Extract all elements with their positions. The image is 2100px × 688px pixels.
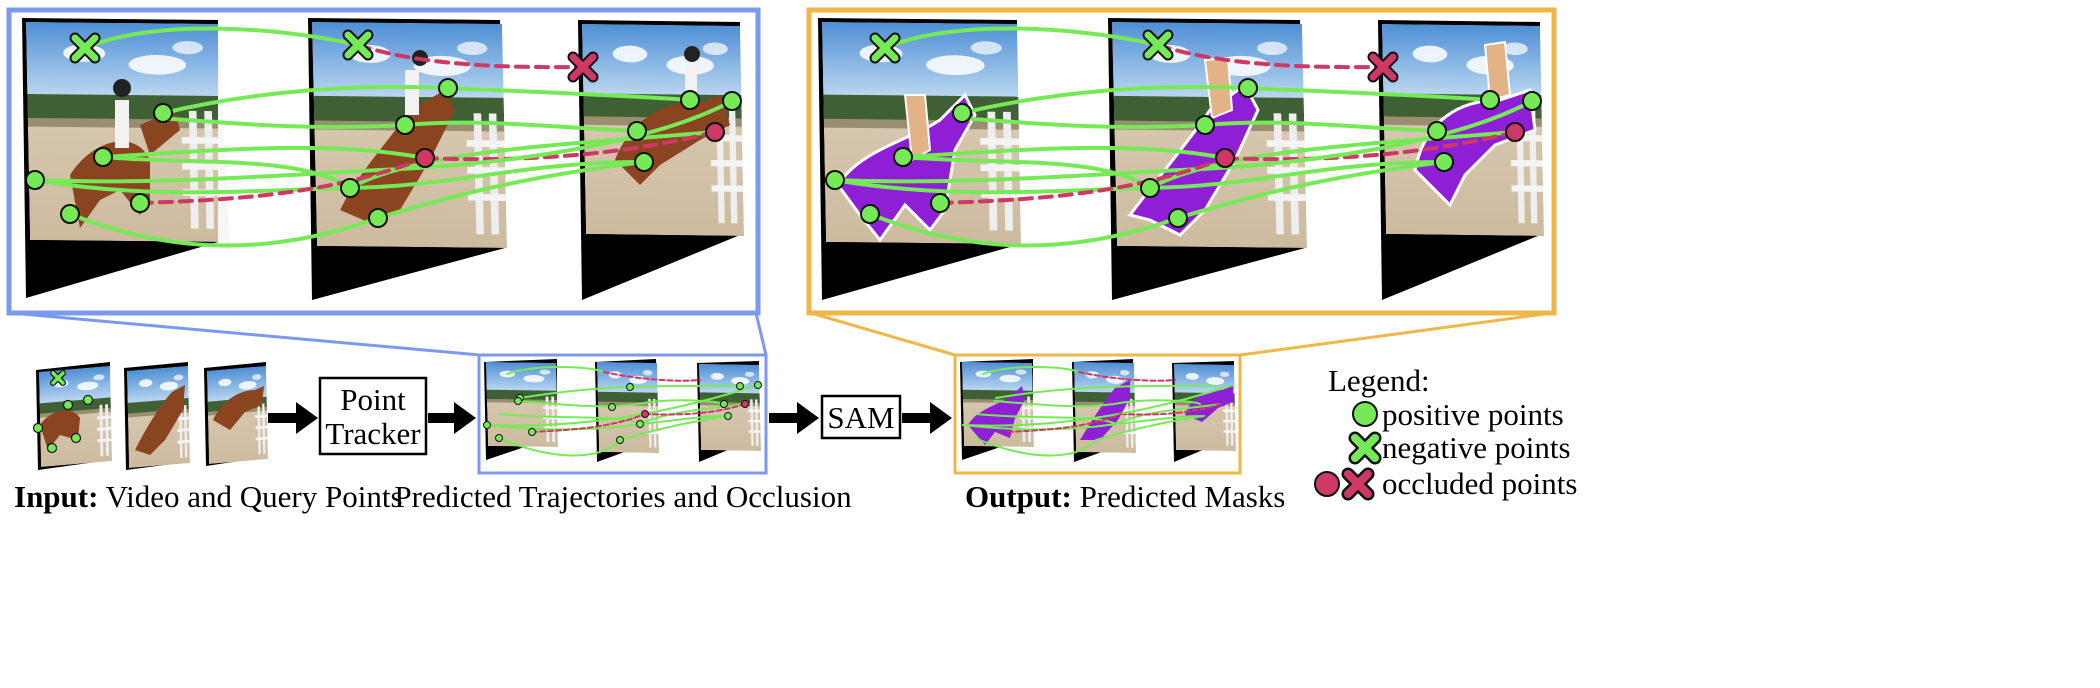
query-points-top-left (25, 29, 742, 228)
legend-item-negative: negative points (1382, 430, 1571, 465)
tracker-label-line2: Tracker (325, 416, 421, 451)
arrow-4 (902, 402, 952, 434)
arrow-2 (428, 402, 476, 434)
input-caption-bold: Input: (14, 479, 98, 514)
tracker-label-line1: Point (340, 382, 406, 417)
top-left-panel (6, 7, 761, 316)
output-caption-text: Predicted Masks (1072, 479, 1286, 514)
mask-frame-3 (1378, 20, 1544, 300)
pink-circle-and-cross-icon (1314, 467, 1375, 501)
middle-caption: Predicted Trajectories and Occlusion (394, 479, 852, 514)
legend-item-positive: positive points (1382, 397, 1564, 432)
output-caption-bold: Output: (965, 479, 1072, 514)
query-points-top-right (825, 29, 1542, 228)
point-tracker-box: Point Tracker (318, 376, 428, 456)
legend-title: Legend: (1328, 363, 1430, 398)
input-thumbnails (32, 362, 268, 470)
green-cross-icon (1348, 431, 1382, 465)
input-caption: Input: Video and Query Points (14, 479, 403, 514)
arrows (268, 402, 952, 434)
arrow-3 (769, 402, 819, 434)
legend-item-occluded: occluded points (1382, 466, 1577, 501)
top-right-panel (806, 7, 1557, 316)
zoom-connectors (10, 311, 1553, 357)
trajectory-thumbnail-box (477, 353, 768, 475)
input-caption-text: Video and Query Points (98, 479, 402, 514)
output-caption: Output: Predicted Masks (965, 479, 1285, 514)
sam-label: SAM (827, 400, 894, 435)
sam-box: SAM (820, 394, 902, 440)
green-circle-icon (1352, 401, 1378, 427)
arrow-1 (268, 402, 318, 434)
mask-thumbnail-box (953, 353, 1242, 475)
legend: Legend: positive points negative points … (1314, 363, 1577, 501)
